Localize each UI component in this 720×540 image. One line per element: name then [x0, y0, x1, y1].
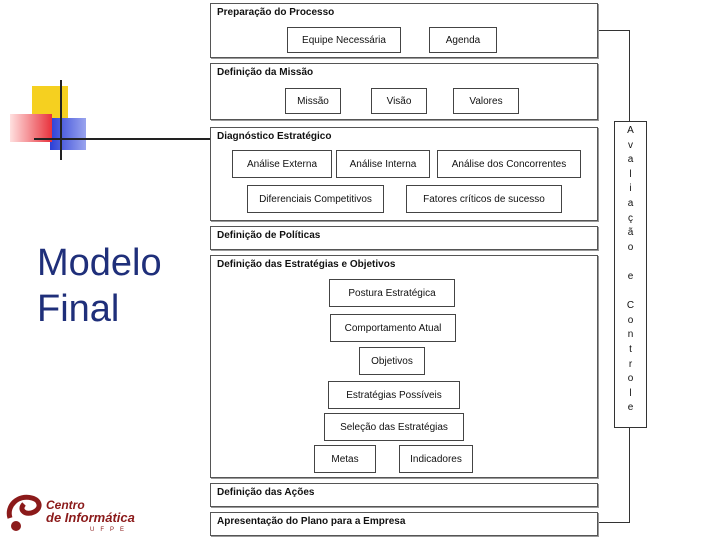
box-agenda: Agenda — [429, 27, 497, 53]
section-missao: Definição da Missão Missão Visão Valores — [210, 63, 598, 120]
side-letter: A — [627, 125, 634, 136]
box-visao: Visão — [371, 88, 427, 114]
section-title: Definição das Ações — [217, 487, 315, 498]
side-letter: v — [628, 139, 633, 151]
slide-title: Modelo Final — [37, 242, 162, 330]
box-analise-interna: Análise Interna — [336, 150, 430, 178]
side-letter: o — [627, 373, 634, 385]
side-letter: i — [629, 183, 632, 195]
section-diagnostico: Diagnóstico Estratégico Análise Externa … — [210, 127, 598, 221]
section-preparacao: Preparação do Processo Equipe Necessária… — [210, 3, 598, 58]
side-letter: a — [627, 198, 634, 209]
box-missao: Missão — [285, 88, 341, 114]
section-politicas: Definição de Políticas — [210, 226, 598, 250]
logo — [4, 486, 144, 536]
box-postura: Postura Estratégica — [329, 279, 455, 307]
decorative-squares — [8, 80, 210, 165]
section-title: Apresentação do Plano para a Empresa — [217, 516, 406, 527]
logo-swirl-icon — [6, 494, 42, 531]
section-title: Definição da Missão — [217, 67, 314, 78]
box-fatores-criticos: Fatores críticos de sucesso — [406, 185, 562, 213]
section-title: Definição de Políticas — [217, 230, 321, 241]
box-comportamento: Comportamento Atual — [330, 314, 456, 342]
blue-square — [50, 118, 86, 150]
logo-line2: de Informática — [46, 510, 135, 525]
side-letter: o — [627, 314, 634, 326]
side-letter: e — [627, 402, 634, 414]
box-diferenciais: Diferenciais Competitivos — [247, 185, 384, 213]
horizontal-rule — [34, 138, 210, 140]
side-letter: o — [627, 241, 634, 253]
box-indicadores: Indicadores — [399, 445, 473, 473]
vertical-rule — [60, 80, 62, 160]
box-estrategias-possiveis: Estratégias Possíveis — [328, 381, 460, 409]
box-objetivos: Objetivos — [359, 347, 425, 375]
section-estrategias: Definição das Estratégias e Objetivos Po… — [210, 255, 598, 478]
side-letter: ç — [628, 212, 633, 224]
side-letter: r — [628, 358, 633, 370]
connector-bottom-h — [597, 522, 630, 523]
side-letter: e — [627, 271, 634, 282]
section-title: Preparação do Processo — [217, 7, 335, 18]
box-selecao: Seleção das Estratégias — [324, 413, 464, 441]
side-letter: l — [629, 168, 632, 180]
red-square — [10, 114, 52, 142]
side-letter: a — [627, 154, 634, 166]
side-letter: ã — [627, 227, 634, 239]
connector-top — [597, 30, 630, 31]
box-analise-concorrentes: Análise dos Concorrentes — [437, 150, 581, 178]
connector-right — [629, 30, 630, 122]
box-analise-externa: Análise Externa — [232, 150, 332, 178]
section-title: Diagnóstico Estratégico — [217, 131, 332, 142]
section-acoes: Definição das Ações — [210, 483, 598, 507]
box-valores: Valores — [453, 88, 519, 114]
side-letter: l — [629, 387, 632, 399]
logo-line3: UFPE — [90, 527, 131, 533]
connector-bottom-v — [629, 425, 630, 523]
side-letter: C — [626, 300, 635, 312]
section-title: Definição das Estratégias e Objetivos — [217, 259, 396, 270]
box-equipe: Equipe Necessária — [287, 27, 401, 53]
box-metas: Metas — [314, 445, 376, 473]
side-letter: n — [627, 329, 634, 341]
logo-line1: Centro — [46, 498, 85, 512]
section-apresentacao: Apresentação do Plano para a Empresa — [210, 512, 598, 536]
side-letter: t — [629, 344, 632, 355]
